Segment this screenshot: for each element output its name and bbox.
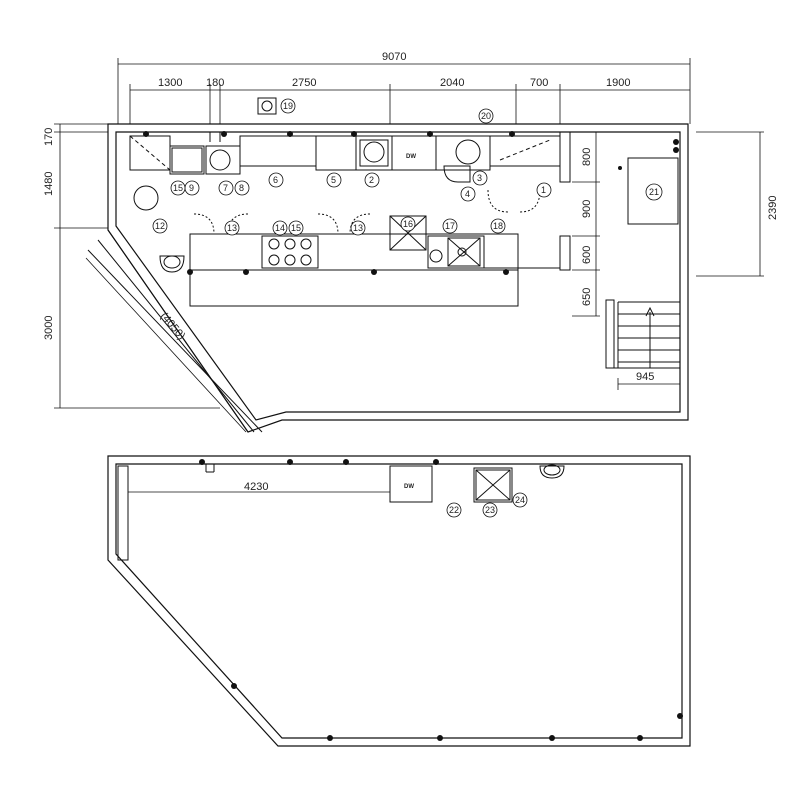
callout: 2 [364, 172, 380, 188]
callout: 7 [218, 180, 234, 196]
dim-seg: 180 [206, 77, 224, 89]
callout: 6 [268, 172, 284, 188]
callout: 15 [288, 220, 304, 236]
dim-seg: 2040 [440, 77, 464, 89]
callout: 8 [234, 180, 250, 196]
callout: 17 [442, 218, 458, 234]
svg-text:14: 14 [275, 223, 285, 233]
dim-right-800: 800 [581, 148, 593, 166]
callout: 5 [326, 172, 342, 188]
back-counter [129, 135, 561, 175]
dim-diagonal: (4050) [158, 310, 188, 342]
dim-left-3000: 3000 [43, 316, 55, 340]
dishwasher-label: DW [404, 484, 414, 490]
fixture-19-icon [261, 100, 273, 112]
svg-text:4: 4 [465, 189, 470, 199]
svg-text:16: 16 [403, 219, 413, 229]
dishwasher-label: DW [406, 154, 416, 160]
callout: 9 [184, 180, 200, 196]
svg-text:15: 15 [173, 183, 183, 193]
callout: 3 [472, 170, 488, 186]
dim-stair: 945 [636, 371, 654, 383]
svg-text:1: 1 [541, 185, 546, 195]
callout: 16 [400, 216, 416, 232]
svg-text:2: 2 [369, 175, 374, 185]
svg-text:6: 6 [273, 175, 278, 185]
dim-total: 9070 [382, 51, 406, 63]
svg-text:17: 17 [445, 221, 455, 231]
callout: 13 [224, 220, 240, 236]
callout: 22 [446, 502, 462, 518]
callout: 18 [490, 218, 506, 234]
svg-text:18: 18 [493, 221, 503, 231]
svg-text:12: 12 [155, 221, 165, 231]
lower-outer-wall [107, 455, 691, 747]
svg-text:15: 15 [291, 223, 301, 233]
svg-text:13: 13 [227, 223, 237, 233]
dim-right-900: 900 [581, 200, 593, 218]
diagonal-wall [87, 229, 263, 433]
dimension-lines [54, 58, 764, 498]
dimension-text: 9070 1300 180 2750 2040 700 1900 170 148… [43, 51, 779, 493]
callout: 1 [536, 182, 552, 198]
callout: 4 [460, 186, 476, 202]
dim-right-2390: 2390 [767, 196, 779, 220]
svg-text:9: 9 [189, 183, 194, 193]
callout: 23 [482, 502, 498, 518]
svg-text:23: 23 [485, 505, 495, 515]
callout: 19 [280, 98, 296, 114]
svg-text:8: 8 [239, 183, 244, 193]
svg-text:20: 20 [481, 111, 491, 121]
dim-left-1480: 1480 [43, 172, 55, 196]
svg-text:22: 22 [449, 505, 459, 515]
dim-right-650: 650 [581, 288, 593, 306]
fixture-19 [257, 97, 277, 115]
dim-seg: 700 [530, 77, 548, 89]
svg-text:24: 24 [515, 495, 525, 505]
callout: 12 [152, 218, 168, 234]
svg-text:3: 3 [477, 173, 482, 183]
posts [143, 131, 683, 741]
svg-text:5: 5 [331, 175, 336, 185]
wash-basin [159, 255, 185, 273]
equipment-callouts: 1 2 3 4 5 6 7 8 9 12 13 13 14 15 15 16 1… [152, 98, 663, 518]
dim-seg: 2750 [292, 77, 316, 89]
svg-text:19: 19 [283, 101, 293, 111]
island-counter [189, 215, 560, 307]
dim-left-170: 170 [43, 128, 55, 146]
sink-fixtures [133, 139, 481, 211]
callout: 21 [645, 183, 663, 201]
storage-unit [627, 157, 679, 225]
door-swings [193, 189, 541, 235]
callout: 24 [512, 492, 528, 508]
callout: 15 [170, 180, 186, 196]
staircase [605, 299, 680, 369]
svg-text:7: 7 [223, 183, 228, 193]
svg-text:21: 21 [649, 187, 659, 197]
dim-seg: 1900 [606, 77, 630, 89]
dim-seg: 1300 [158, 77, 182, 89]
callout: 14 [272, 220, 288, 236]
callout: 13 [350, 220, 366, 236]
lower-counter [389, 464, 565, 503]
svg-text:13: 13 [353, 223, 363, 233]
dim-lower: 4230 [244, 481, 268, 493]
dim-right-600: 600 [581, 246, 593, 264]
callout: 20 [478, 108, 494, 124]
